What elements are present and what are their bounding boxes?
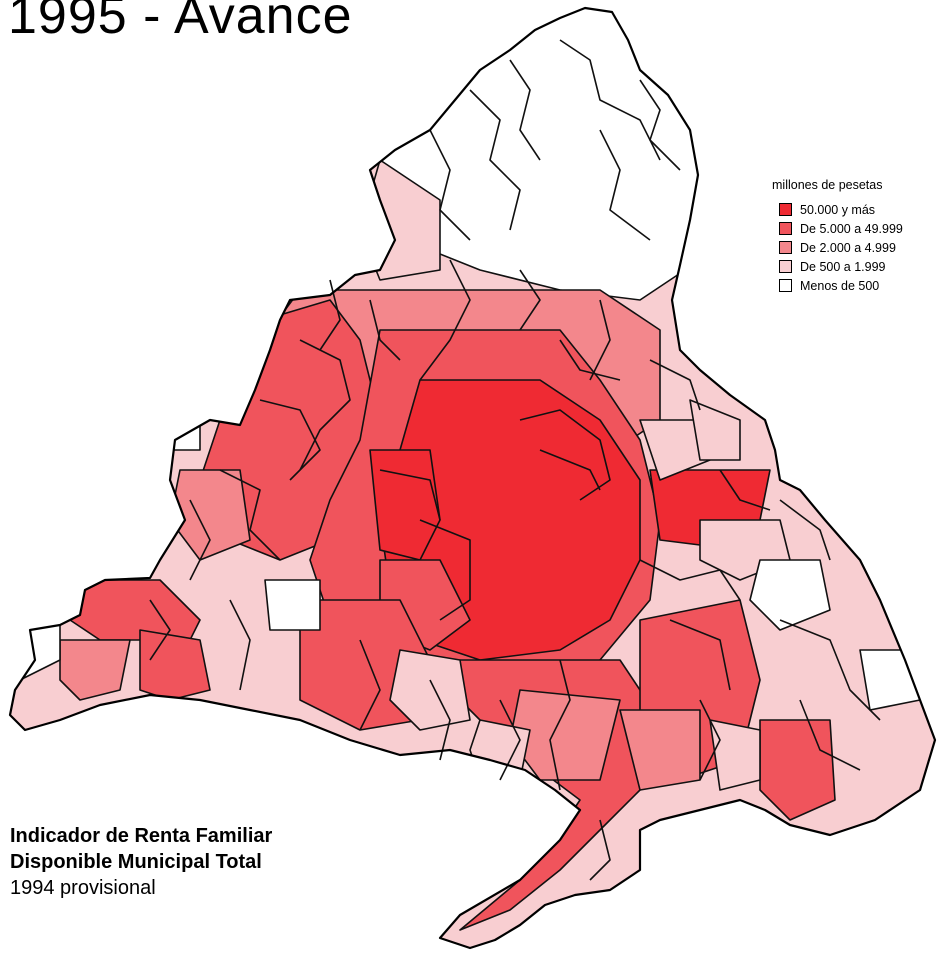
- caption-line-1: Indicador de Renta Familiar: [10, 825, 273, 847]
- municipal-boundary: [779, 619, 881, 721]
- municipal-boundary: [519, 269, 541, 331]
- municipal-boundary: [559, 39, 661, 161]
- legend-heading: millones de pesetas: [772, 178, 883, 192]
- legend-label: Menos de 500: [800, 278, 880, 293]
- municipal-boundary: [469, 89, 521, 231]
- municipality-cell: [139, 629, 211, 701]
- legend-label: De 5.000 a 49.999: [800, 221, 903, 236]
- legend-label: 50.000 y más: [800, 202, 876, 217]
- legend-swatch: [779, 203, 792, 216]
- legend-label: De 2.000 a 4.999: [800, 240, 896, 255]
- legend-item-500-1999: De 500 a 1.999: [772, 257, 903, 276]
- municipal-boundary: [429, 679, 451, 761]
- municipal-boundary: [539, 449, 601, 491]
- legend-item-under-500: Menos de 500: [772, 276, 903, 295]
- municipal-boundary: [779, 499, 831, 561]
- legend-item-5000-49999: De 5.000 a 49.999: [772, 219, 903, 238]
- map-title: 1995 - Avance: [8, 0, 353, 45]
- legend-label: De 500 a 1.999: [800, 259, 886, 274]
- municipality-cell: [859, 649, 921, 711]
- municipality-cell: [709, 719, 761, 791]
- legend-swatch: [779, 279, 792, 292]
- municipality-cell: [749, 559, 831, 631]
- municipal-boundary: [229, 599, 251, 691]
- municipal-boundary: [419, 519, 471, 621]
- municipal-boundary: [499, 699, 521, 781]
- municipal-boundary: [149, 599, 171, 661]
- legend-item-2000-4999: De 2.000 a 4.999: [772, 238, 903, 257]
- municipal-boundary: [589, 819, 611, 881]
- municipal-boundary: [429, 129, 471, 241]
- municipal-boundary: [589, 299, 611, 381]
- municipal-boundary: [599, 129, 651, 241]
- municipal-boundary: [649, 359, 701, 411]
- legend-swatch: [779, 241, 792, 254]
- municipality-cell: [369, 449, 441, 561]
- municipal-boundary: [669, 619, 731, 691]
- caption-line-2: Disponible Municipal Total: [10, 851, 262, 873]
- municipality-cell: [469, 719, 531, 781]
- municipal-boundary: [419, 259, 471, 381]
- municipality-borders: [149, 39, 881, 881]
- municipal-boundary: [639, 79, 681, 171]
- municipality-cell: [689, 399, 741, 461]
- municipality-cell: [389, 649, 471, 731]
- map-legend: millones de pesetas 50.000 y más De 5.00…: [772, 178, 903, 295]
- municipal-boundary: [719, 469, 771, 511]
- legend-swatch: [779, 222, 792, 235]
- municipal-boundary: [259, 399, 321, 481]
- caption-line-3: 1994 provisional: [10, 877, 156, 899]
- municipal-boundary: [299, 339, 351, 471]
- municipal-boundary: [559, 339, 621, 381]
- municipality-cell: [59, 639, 131, 701]
- municipality-cell: [264, 579, 321, 631]
- map-caption: Indicador de Renta Familiar Disponible M…: [10, 823, 272, 901]
- municipal-boundary: [639, 559, 741, 601]
- municipal-boundary: [509, 59, 541, 161]
- municipal-boundary: [549, 659, 571, 791]
- legend-item-50000-plus: 50.000 y más: [772, 200, 903, 219]
- municipal-boundary: [699, 699, 721, 781]
- legend-swatch: [779, 260, 792, 273]
- municipal-boundary: [219, 469, 281, 561]
- municipal-boundary: [189, 499, 211, 581]
- municipal-boundary: [799, 699, 861, 771]
- municipal-boundary: [519, 409, 611, 501]
- municipal-boundary: [369, 299, 401, 361]
- municipal-boundary: [359, 639, 381, 731]
- municipal-boundary: [379, 469, 441, 521]
